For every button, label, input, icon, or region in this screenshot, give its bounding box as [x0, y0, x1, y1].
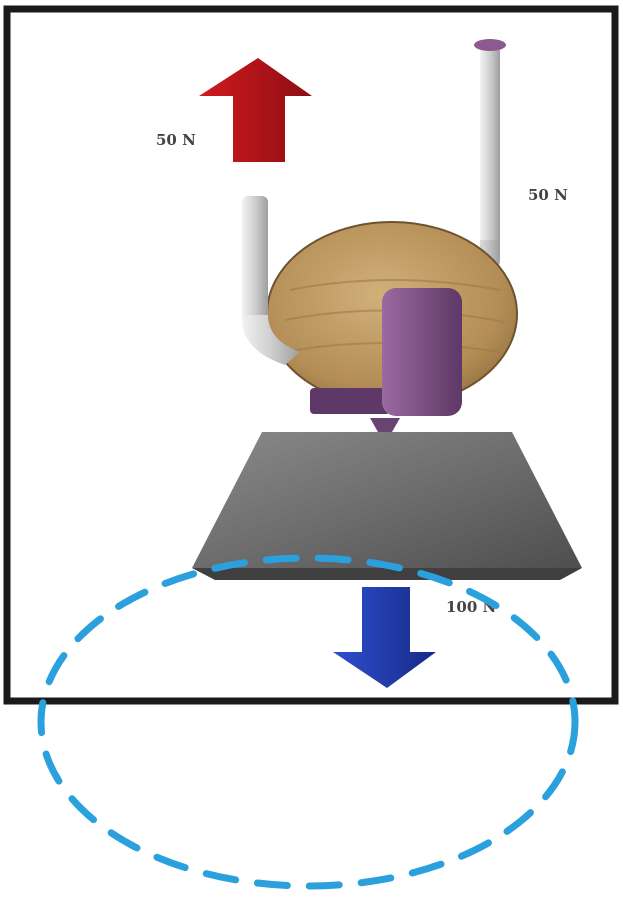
stone-weight — [192, 432, 582, 580]
left-rope — [241, 196, 300, 365]
up-force-arrow — [199, 58, 312, 162]
down-force-arrow — [333, 587, 436, 688]
pulley-axle — [310, 288, 462, 432]
highlight-ellipse — [37, 554, 579, 890]
frame-border — [3, 5, 619, 705]
right-force-label: 50 N — [528, 186, 568, 204]
left-force-label: 50 N — [156, 131, 196, 149]
